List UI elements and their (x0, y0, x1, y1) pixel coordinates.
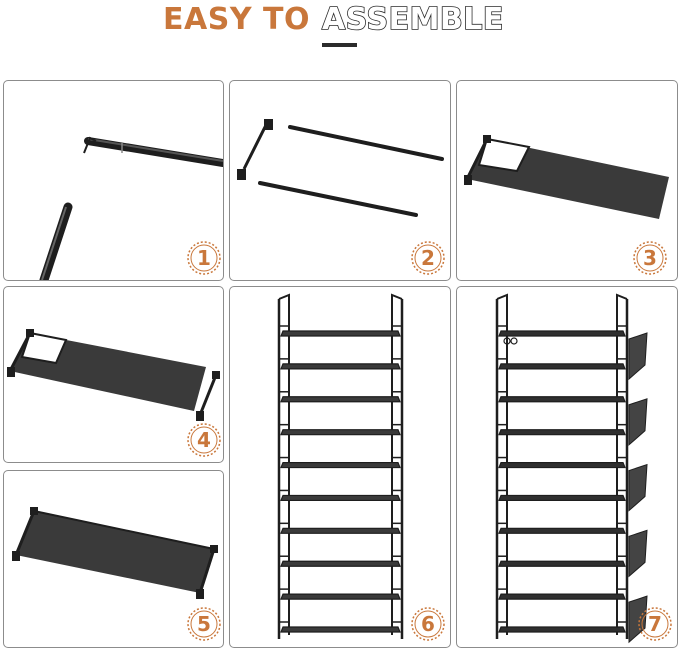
rack-shelf (280, 527, 401, 534)
rack-shelf (498, 330, 626, 337)
step-2-number: 2 (421, 246, 435, 270)
step-6-panel: 6 (229, 286, 451, 648)
step-1-illustration (39, 136, 223, 280)
step-3-illustration (464, 135, 669, 219)
step-3-panel: 3 (456, 80, 678, 281)
badge-seal-icon (187, 241, 221, 275)
rack-cap (496, 293, 508, 305)
badge-seal-icon (633, 241, 667, 275)
rack-shelf (498, 429, 626, 436)
step-4-badge: 4 (187, 423, 221, 457)
step-1-number: 1 (197, 246, 211, 270)
rack-cap (616, 293, 628, 305)
rack-shelf (498, 363, 626, 370)
step-7-rack-illustration (495, 293, 648, 644)
step-5-illustration (12, 507, 218, 599)
rack-shelf (498, 560, 626, 567)
badge-seal-icon (638, 607, 672, 641)
step-4-illustration (7, 329, 220, 421)
badge-seal-icon (187, 607, 221, 641)
title-underline (322, 43, 357, 47)
step-6-number: 6 (421, 612, 435, 636)
step-5-number: 5 (197, 612, 211, 636)
hook-icon (503, 337, 511, 345)
side-pocket (628, 595, 648, 644)
step-1-panel: 1 (3, 80, 224, 281)
rack-shelf (280, 330, 401, 337)
rack-shelf (498, 494, 626, 502)
badge-seal-icon (411, 607, 445, 641)
step-5-badge: 5 (187, 607, 221, 641)
step-4-panel: 4 (3, 286, 224, 463)
rack-shelf (498, 527, 626, 534)
rack-shelf (280, 494, 401, 502)
step-7-badge: 7 (638, 607, 672, 641)
step-7-panel: 7 (456, 286, 678, 648)
hook-icon (510, 337, 518, 345)
rack-shelf (280, 429, 401, 436)
rack-shelf (498, 626, 626, 633)
rack-shelf (498, 593, 626, 600)
title-easy-to: EASY TO (163, 2, 310, 37)
rack-shelf (280, 560, 401, 567)
rack-shelf (280, 626, 401, 633)
side-pocket (628, 398, 648, 446)
rack-shelf (280, 461, 401, 469)
step-2-panel: 2 (229, 80, 451, 281)
side-pocket (628, 463, 648, 512)
step-2-badge: 2 (411, 241, 445, 275)
badge-seal-icon (187, 423, 221, 457)
rack-cap (391, 293, 403, 305)
step-3-number: 3 (643, 246, 657, 270)
rack-shelf (280, 363, 401, 370)
badge-seal-icon (411, 241, 445, 275)
rack-shelf (498, 461, 626, 469)
step-1-badge: 1 (187, 241, 221, 275)
step-4-number: 4 (197, 428, 211, 452)
side-pocket (628, 332, 648, 381)
step-6-rack-illustration (277, 293, 404, 639)
step-7-number: 7 (648, 612, 662, 636)
step-6-badge: 6 (411, 607, 445, 641)
step-5-panel: 5 (3, 470, 224, 648)
rack-shelf (280, 396, 401, 403)
rack-cap (278, 293, 290, 305)
rack-shelf (498, 396, 626, 403)
header: EASY TO ASSEMBLE (0, 0, 679, 48)
step-2-illustration (237, 119, 444, 217)
rack-shelf (280, 593, 401, 600)
step-3-badge: 3 (633, 241, 667, 275)
side-pocket (628, 529, 648, 578)
title-assemble: ASSEMBLE (321, 1, 504, 38)
